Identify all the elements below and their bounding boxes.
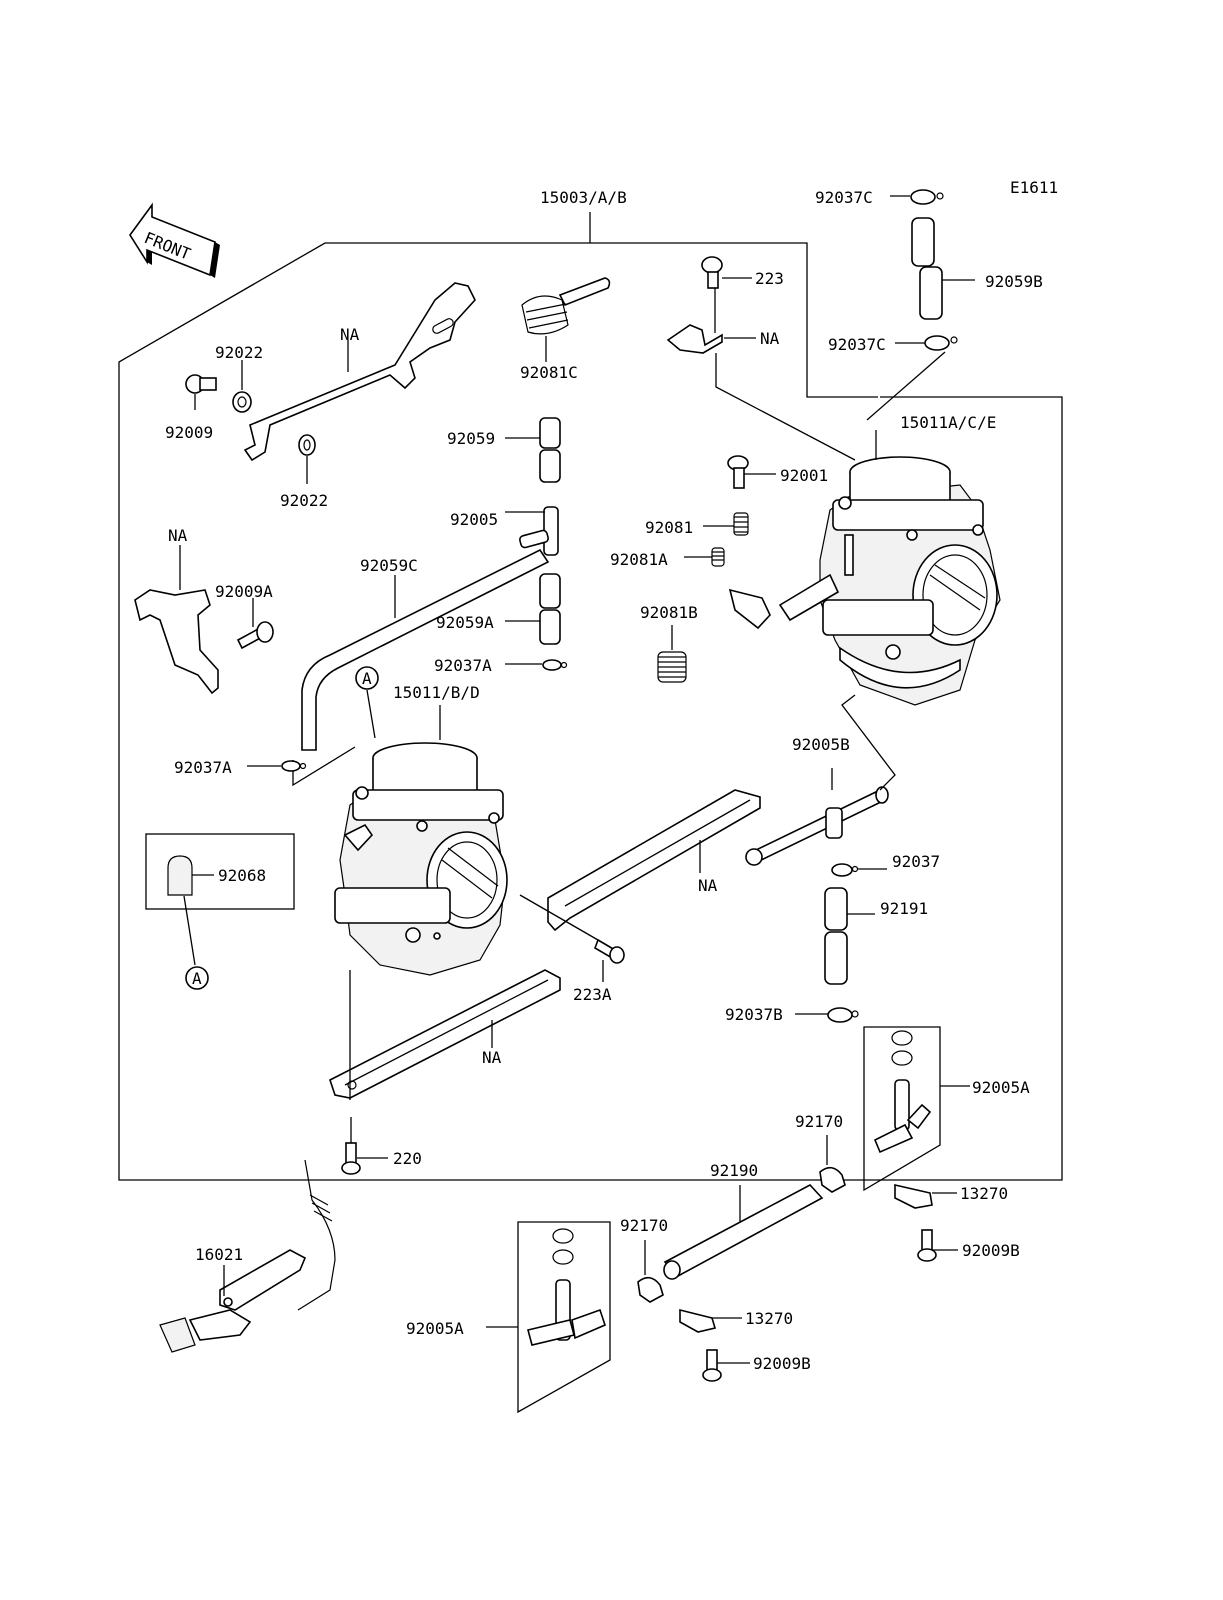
- reference-marker-a-upper: A: [355, 666, 379, 739]
- label-92005B: 92005B: [792, 735, 850, 754]
- label-92009: 92009: [165, 423, 213, 442]
- fitting-box-92005A-left: [486, 1221, 611, 1414]
- screw-92009B-a: [917, 1229, 958, 1262]
- label-13270-a: 13270: [960, 1184, 1008, 1203]
- fitting-92005: [505, 506, 559, 556]
- label-na-link: NA: [340, 325, 360, 344]
- washer-92022-b: [298, 434, 316, 484]
- bracket-13270-b: [679, 1308, 742, 1333]
- connecting-bar-na-right: [547, 789, 761, 932]
- label-92059C: 92059C: [360, 556, 418, 575]
- hose-92059C: [301, 548, 550, 751]
- label-92037C-top: 92037C: [815, 188, 873, 207]
- label-92022-b: 92022: [280, 491, 328, 510]
- label-92005A-left: 92005A: [406, 1319, 464, 1338]
- clamp-92037: [831, 863, 887, 877]
- carburetor-right: [728, 430, 1001, 706]
- screw-92009: [185, 374, 217, 410]
- clamp-92037A-b: [247, 760, 307, 772]
- throttle-cable-16021: [159, 1159, 336, 1353]
- label-92170-a: 92170: [795, 1112, 843, 1131]
- label-92068: 92068: [218, 866, 266, 885]
- label-92037: 92037: [892, 852, 940, 871]
- spring-92081: [703, 512, 749, 536]
- label-92009B-b: 92009B: [753, 1354, 811, 1373]
- clamp-92037C-mid: [866, 335, 958, 421]
- clamp-92037C-top: [890, 189, 944, 205]
- label-223: 223: [755, 269, 784, 288]
- label-92009B-a: 92009B: [962, 1241, 1020, 1260]
- reference-marker-label-2: A: [192, 969, 202, 988]
- label-92081C: 92081C: [520, 363, 578, 382]
- label-na-bar-bottom: NA: [482, 1048, 502, 1067]
- screw-223A: [519, 894, 625, 982]
- diagram-id: E1611: [1010, 178, 1058, 197]
- connecting-bar-na-bottom: [329, 969, 561, 1100]
- clamp-92037A-a: [505, 659, 568, 671]
- hose-92059: [505, 417, 561, 483]
- label-92037B: 92037B: [725, 1005, 783, 1024]
- label-92081B: 92081B: [640, 603, 698, 622]
- label-92170-b: 92170: [620, 1216, 668, 1235]
- clamp-92170-b: [637, 1240, 664, 1303]
- label-92022-a: 92022: [215, 343, 263, 362]
- label-92059: 92059: [447, 429, 495, 448]
- part-labels: 15003/A/B 92037C 92059B 223 NA 92037C NA…: [165, 188, 1043, 1373]
- screw-92009A: [236, 598, 274, 650]
- label-92191: 92191: [880, 899, 928, 918]
- reference-marker-a-lower: A: [185, 966, 209, 990]
- screw-92009B-b: [702, 1349, 750, 1382]
- hose-92191: [824, 887, 875, 985]
- label-16021: 16021: [195, 1245, 243, 1264]
- bracket-13270-a: [894, 1183, 957, 1209]
- label-na-left: NA: [168, 526, 188, 545]
- label-92037A-b: 92037A: [174, 758, 232, 777]
- label-92037C-mid: 92037C: [828, 335, 886, 354]
- bracket-na-left: [134, 545, 219, 695]
- screw-92001: [727, 455, 776, 489]
- label-92009A: 92009A: [215, 582, 273, 601]
- label-92081: 92081: [645, 518, 693, 537]
- bracket-na-top: [666, 324, 856, 461]
- screw-220: [341, 1117, 388, 1175]
- clamp-92170-a: [819, 1135, 846, 1193]
- label-92005: 92005: [450, 510, 498, 529]
- fitting-92005B: [745, 694, 896, 866]
- label-92190: 92190: [710, 1161, 758, 1180]
- label-15011BD: 15011/B/D: [393, 683, 480, 702]
- hose-92059B: [911, 217, 975, 320]
- label-92037A-a: 92037A: [434, 656, 492, 675]
- label-92005A-right: 92005A: [972, 1078, 1030, 1097]
- fitting-box-92005A-right: [863, 1026, 970, 1192]
- hose-92059A: [505, 573, 561, 645]
- label-92001: 92001: [780, 466, 828, 485]
- front-arrow-icon: FRONT: [129, 202, 220, 278]
- label-na-bar-right: NA: [698, 876, 718, 895]
- hose-92190: [663, 1184, 824, 1280]
- label-13270-b: 13270: [745, 1309, 793, 1328]
- link-rod-na: [243, 282, 476, 462]
- spring-92081A: [684, 547, 725, 567]
- spring-92081B: [657, 625, 687, 683]
- washer-92022-a: [232, 360, 252, 413]
- assembly-frame: [118, 212, 1063, 1181]
- cap-92068-box: [145, 833, 295, 966]
- reference-marker-label: A: [362, 669, 372, 688]
- clamp-92037B: [795, 1007, 859, 1023]
- label-92081A: 92081A: [610, 550, 668, 569]
- label-223A: 223A: [573, 985, 612, 1004]
- label-15011ACE: 15011A/C/E: [900, 413, 996, 432]
- label-92059B: 92059B: [985, 272, 1043, 291]
- label-220: 220: [393, 1149, 422, 1168]
- label-assy: 15003/A/B: [540, 188, 627, 207]
- spring-92081C: [521, 277, 611, 362]
- carburetor-left: [292, 705, 508, 976]
- screw-223: [701, 256, 752, 333]
- label-92059A: 92059A: [436, 613, 494, 632]
- label-na-top: NA: [760, 329, 780, 348]
